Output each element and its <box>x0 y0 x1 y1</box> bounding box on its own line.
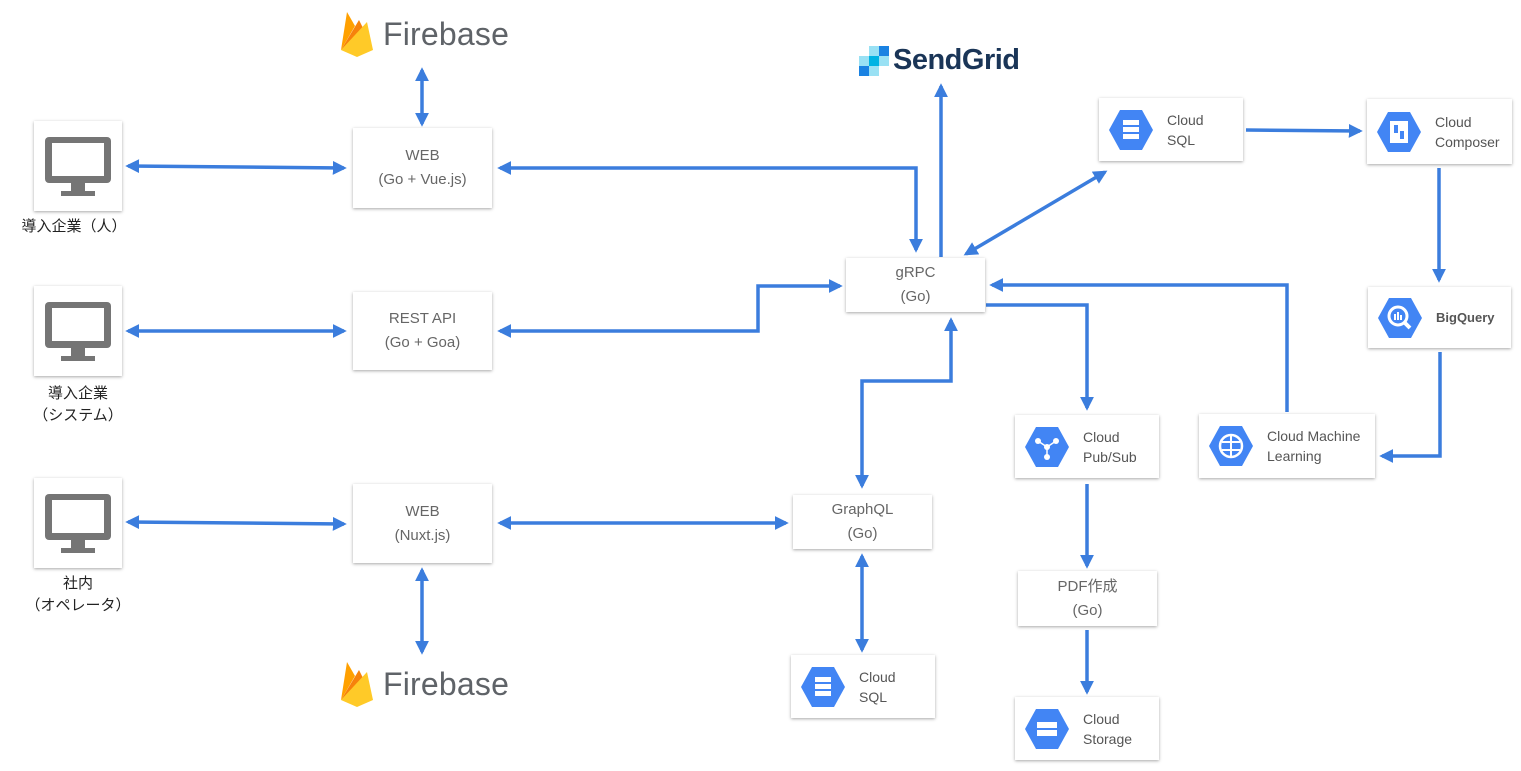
firebase-wordmark: Firebase <box>383 665 510 702</box>
cloud-sql-top-node[interactable]: Cloud SQL <box>1099 98 1243 161</box>
node-subtitle: (Go) <box>1072 601 1103 619</box>
sendgrid-wordmark: SendGrid <box>893 44 1020 76</box>
monitor-icon <box>45 494 111 553</box>
node-title: gRPC <box>895 264 936 281</box>
caption-line: （システム） <box>33 407 123 424</box>
cloud-composer-label: Cloud Composer <box>1435 112 1500 152</box>
label-line: Cloud <box>859 668 896 685</box>
edge-operator-web-nuxt <box>125 515 347 531</box>
label-line: Learning <box>1267 448 1322 464</box>
label-line: Cloud <box>1435 113 1472 130</box>
node-title: WEB <box>405 147 440 164</box>
node-subtitle: (Go + Goa) <box>384 334 461 351</box>
label-line: SQL <box>859 688 888 705</box>
cloud-ml-label: Cloud Machine Learning <box>1267 426 1360 466</box>
firebase-wordmark: Firebase <box>383 15 510 52</box>
cloud-sql-bottom-node[interactable]: Cloud SQL <box>791 655 935 718</box>
bigquery-label: BigQuery <box>1436 308 1495 328</box>
bigquery-icon <box>1378 297 1422 338</box>
client-company-system-caption: 導入企業 （システム） <box>0 383 158 427</box>
cloud-composer-node[interactable]: Cloud Composer <box>1367 99 1512 164</box>
cloud-composer-icon <box>1377 111 1421 152</box>
node-subtitle: (Nuxt.js) <box>394 526 451 544</box>
cloud-sql-icon <box>1109 109 1153 150</box>
caption-line: 導入企業 <box>47 385 108 402</box>
pubsub-icon <box>1025 426 1069 467</box>
caption-line: 社内 <box>62 575 93 592</box>
node-title: PDF作成 <box>1057 577 1118 595</box>
pubsub-node[interactable]: Cloud Pub/Sub <box>1015 415 1159 478</box>
sendgrid-logo: SendGrid <box>859 44 1020 77</box>
label-line: Cloud <box>1083 710 1120 727</box>
firebase-flame-icon <box>341 12 373 57</box>
pdf-node[interactable]: PDF作成 (Go) <box>1018 571 1157 626</box>
sendgrid-mark-icon <box>859 45 889 76</box>
node-subtitle: (Go) <box>847 525 878 542</box>
client-company-system-box <box>34 286 122 376</box>
edge-cloud-ml-grpc <box>989 278 1289 412</box>
label-line: SQL <box>1167 131 1196 148</box>
label-line: Composer <box>1435 133 1500 150</box>
grpc-node[interactable]: gRPC (Go) <box>846 258 985 312</box>
edge-grpc-pubsub <box>986 303 1094 411</box>
firebase-bottom-logo: Firebase <box>339 660 509 708</box>
cloud-ml-node[interactable]: Cloud Machine Learning <box>1199 414 1375 478</box>
caption-line: （オペレータ） <box>25 597 131 614</box>
bigquery-node[interactable]: BigQuery <box>1368 287 1511 348</box>
cloud-storage-label: Cloud Storage <box>1083 709 1132 749</box>
firebase-top-logo: Firebase <box>339 10 509 58</box>
edge-cloud-sql-composer <box>1245 123 1363 138</box>
node-subtitle: (Go) <box>900 288 931 305</box>
client-internal-operator-caption: 社内 （オペレータ） <box>0 573 158 617</box>
label-line: Pub/Sub <box>1083 448 1137 465</box>
label-line: BigQuery <box>1436 309 1495 325</box>
client-internal-operator-box <box>34 478 122 568</box>
edge-bigquery-cloud-ml <box>1379 352 1442 463</box>
cloud-storage-node[interactable]: Cloud Storage <box>1015 697 1159 760</box>
edge-person-web-vue <box>125 159 347 175</box>
cloud-storage-icon <box>1025 708 1069 749</box>
pubsub-label: Cloud Pub/Sub <box>1083 427 1137 467</box>
cloud-ml-icon <box>1209 426 1253 466</box>
web-nuxt-node[interactable]: WEB (Nuxt.js) <box>353 484 492 563</box>
client-company-person-box <box>34 121 122 211</box>
edge-web-vue-grpc <box>497 161 923 253</box>
label-line: Storage <box>1083 730 1133 747</box>
monitor-icon <box>45 302 111 361</box>
label-line: Cloud <box>1167 111 1204 128</box>
graphql-node[interactable]: GraphQL (Go) <box>793 495 932 549</box>
monitor-icon <box>45 137 111 196</box>
web-vue-node[interactable]: WEB (Go + Vue.js) <box>353 128 492 208</box>
label-line: Cloud Machine <box>1267 428 1361 444</box>
node-title: WEB <box>405 502 440 520</box>
client-company-person-caption: 導入企業（人） <box>0 216 154 238</box>
cloud-sql-icon <box>801 666 845 707</box>
cloud-sql-top-label: Cloud SQL <box>1167 110 1204 150</box>
node-title: GraphQL <box>831 501 894 518</box>
edge-grpc-cloud-sql-top <box>963 170 1108 256</box>
edge-graphql-grpc <box>855 317 958 489</box>
label-line: Cloud <box>1083 428 1120 445</box>
node-title: REST API <box>388 310 457 327</box>
edge-rest-api-grpc <box>497 279 843 338</box>
rest-api-node[interactable]: REST API (Go + Goa) <box>353 292 492 370</box>
cloud-sql-bottom-label: Cloud SQL <box>859 667 896 707</box>
caption-line: 導入企業（人） <box>21 218 127 235</box>
node-subtitle: (Go + Vue.js) <box>378 171 467 188</box>
firebase-flame-icon <box>341 662 373 707</box>
